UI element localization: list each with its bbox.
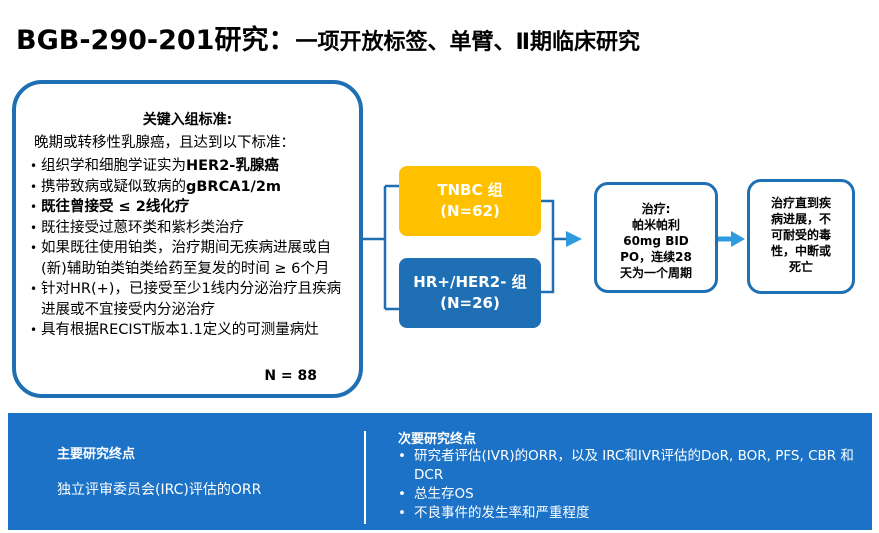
criteria-item-text: 具有根据RECIST版本1.1定义的可测量病灶 [41,320,355,341]
criteria-item-emphasis: HER2-乳腺癌 [186,158,279,174]
criteria-item-emphasis: 既往曾接受 ≤ 2线化疗 [41,199,190,215]
treatment-line: PO，连续28 [620,250,692,264]
bullet-icon: • [30,159,38,173]
tnbc-arm-box: TNBC 组 (N=62) [399,166,541,236]
bullet-icon: • [30,241,38,255]
bullet-icon: • [398,505,406,521]
title-sub: 一项开放标签、单臂、Ⅱ期临床研究 [295,30,640,55]
connector-arms-merge [541,199,566,294]
criteria-item-text: 组织学和细胞学证实为HER2-乳腺癌 [41,156,355,177]
criteria-intro: 晚期或转移性乳腺癌，且达到以下标准： [34,135,295,151]
criteria-item-text: 既往曾接受 ≤ 2线化疗 [41,197,355,218]
endpoints-divider [364,431,366,524]
bullet-icon: • [30,200,38,214]
treatment-line: 天为一个周期 [619,266,692,280]
until-line: 性，中断或 [770,244,831,258]
until-line: 治疗直到疾 [770,196,831,210]
secondary-endpoint-item: • 不良事件的发生率和严重程度 [398,504,858,523]
secondary-endpoint-item: • 研究者评估(IVR)的ORR，以及 IRC和IVR评估的DoR, BOR, P… [398,447,858,485]
until-line: 可耐受的毒 [770,228,831,242]
bullet-icon: • [30,220,38,235]
secondary-endpoint-text: 总生存OS [414,486,474,502]
criteria-item: •针对HR(+)，已接受至少1线内分泌治疗且疾病进展或不宜接受内分泌治疗 [30,279,355,320]
hr-arm-n: (N=26) [440,294,500,312]
inclusion-criteria-box: 关键入组标准: 晚期或转移性乳腺癌，且达到以下标准： •组织学和细胞学证实为HE… [12,80,363,398]
secondary-endpoint-item: • 总生存OS [398,485,858,504]
secondary-endpoint-text: 不良事件的发生率和严重程度 [414,505,590,521]
bullet-icon: • [398,448,406,464]
criteria-item-text-part: 针对HR(+)，已接受至少1线内分泌治疗且疾病进展或不宜接受内分泌治疗 [41,281,342,318]
criteria-item-text: 针对HR(+)，已接受至少1线内分泌治疗且疾病进展或不宜接受内分泌治疗 [41,279,355,320]
arrow-to-treatment [566,231,582,247]
hr-arm-label: HR+/HER2- 组 [413,273,527,291]
tnbc-arm-n: (N=62) [440,202,500,220]
hr-arm-box: HR+/HER2- 组 (N=26) [399,258,541,328]
bullet-icon: • [398,486,406,502]
treatment-until-box: 治疗直到疾 病进展，不 可耐受的毒 性，中断或 死亡 [747,179,855,294]
arrow-to-until-shaft [718,236,732,242]
criteria-item: •组织学和细胞学证实为HER2-乳腺癌 [30,156,355,177]
tnbc-arm-label: TNBC 组 [437,181,503,199]
treatment-heading: 治疗: [641,202,671,216]
criteria-item: •既往曾接受 ≤ 2线化疗 [30,197,355,218]
criteria-item-emphasis: gBRCA1/2m [186,178,282,195]
bullet-icon: • [30,323,38,337]
criteria-item: •既往接受过蒽环类和紫杉类治疗 [30,218,355,239]
treatment-line: 60mg BID [623,234,689,248]
criteria-item-text-part: 携带致病或疑似致病的 [41,178,186,195]
slide-title: BGB-290-201研究：一项开放标签、单臂、Ⅱ期临床研究 [16,18,640,57]
secondary-endpoint-heading: 次要研究终点 [398,432,477,447]
treatment-box: 治疗: 帕米帕利 60mg BID PO，连续28 天为一个周期 [594,182,718,293]
criteria-item: •具有根据RECIST版本1.1定义的可测量病灶 [30,320,355,341]
criteria-item-text: 如果既往使用铂类，治疗期间无疾病进展或自(新)辅助铂类铂类给药至复发的时间 ≥ … [41,238,355,279]
bullet-icon: • [30,282,38,296]
until-line: 病进展，不 [770,212,831,226]
secondary-endpoint-text: 研究者评估(IVR)的ORR，以及 IRC和IVR评估的DoR, BOR, PF… [414,448,854,483]
bullet-icon: • [30,179,38,194]
criteria-item-text: 携带致病或疑似致病的gBRCA1/2m [41,177,355,198]
criteria-item-text-part: 具有根据RECIST版本1.1定义的可测量病灶 [41,322,319,338]
endpoints-band: 主要研究终点 独立评审委员会(IRC)评估的ORR 次要研究终点 • 研究者评估(… [8,413,872,530]
primary-endpoint-text: 独立评审委员会(IRC)评估的ORR [57,482,262,498]
criteria-heading: 关键入组标准: [142,112,233,128]
secondary-endpoint-list: • 研究者评估(IVR)的ORR，以及 IRC和IVR评估的DoR, BOR, P… [398,447,858,523]
criteria-item-text-part: 如果既往使用铂类，治疗期间无疾病进展或自(新)辅助铂类铂类给药至复发的时间 ≥ … [41,240,331,277]
criteria-item: •携带致病或疑似致病的gBRCA1/2m [30,177,355,198]
connector-criteria-split [363,184,399,311]
arrow-to-until [731,231,745,247]
treatment-line: 帕米帕利 [631,218,680,232]
criteria-list: •组织学和细胞学证实为HER2-乳腺癌•携带致病或疑似致病的gBRCA1/2m•… [30,156,355,341]
until-line: 死亡 [788,260,813,274]
criteria-item-text-part: 既往接受过蒽环类和紫杉类治疗 [41,219,244,236]
primary-endpoint-heading: 主要研究终点 [57,447,136,462]
criteria-item-text: 既往接受过蒽环类和紫杉类治疗 [41,218,355,239]
criteria-n: N = 88 [264,368,317,384]
criteria-item: •如果既往使用铂类，治疗期间无疾病进展或自(新)辅助铂类铂类给药至复发的时间 ≥… [30,238,355,279]
title-main: BGB-290-201研究： [16,25,296,56]
criteria-item-text-part: 组织学和细胞学证实为 [41,158,186,174]
